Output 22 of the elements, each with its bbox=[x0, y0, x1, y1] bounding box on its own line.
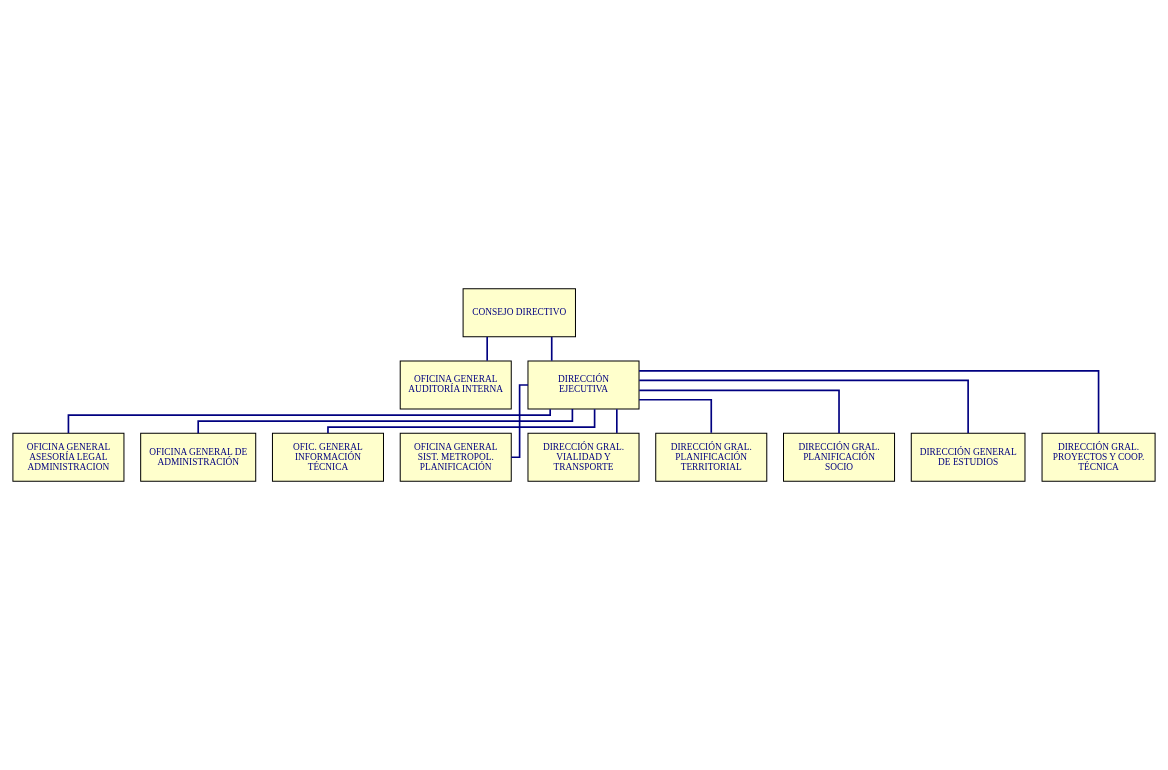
node-box: DIRECCIÓN GRAL. PROYECTOS Y COOP. TÉCNICA bbox=[1041, 432, 1156, 482]
node-box: DIRECCIÓN GENERAL DE ESTUDIOS bbox=[910, 432, 1026, 482]
connector bbox=[550, 336, 553, 362]
node-box: DIRECCIÓN EJECUTIVA bbox=[527, 360, 640, 410]
node-box: OFIC. GENERAL INFORMACIÓN TÉCNICA bbox=[271, 432, 384, 482]
node-box: CONSEJO DIRECTIVO bbox=[462, 288, 576, 338]
node-box: OFICINA GENERAL DE ADMINISTRACIÓN bbox=[140, 432, 257, 482]
node-box: OFICINA GENERAL ASESORÍA LEGAL ADMINISTRACION bbox=[12, 432, 125, 482]
connector bbox=[486, 336, 488, 362]
node-box: OFICINA GENERAL AUDITORÍA INTERNA bbox=[399, 360, 512, 410]
connector bbox=[510, 384, 529, 459]
connector bbox=[615, 408, 618, 434]
connector bbox=[327, 408, 596, 434]
node-box: DIRECCIÓN GRAL. PLANIFICACIÓN SOCIO bbox=[783, 432, 896, 482]
connector bbox=[638, 389, 840, 434]
connector bbox=[197, 408, 574, 434]
connector bbox=[638, 370, 1100, 434]
connector bbox=[638, 398, 713, 434]
connector bbox=[638, 379, 969, 434]
node-box: OFICINA GENERAL SIST. METROPOL. PLANIFICACIÓN bbox=[399, 432, 512, 482]
node-box: DIRECCIÓN GRAL. PLANIFICACIÓN TERRITORIAL bbox=[655, 432, 768, 482]
node-box: DIRECCIÓN GRAL. VIALIDAD Y TRANSPORTE bbox=[527, 432, 640, 482]
